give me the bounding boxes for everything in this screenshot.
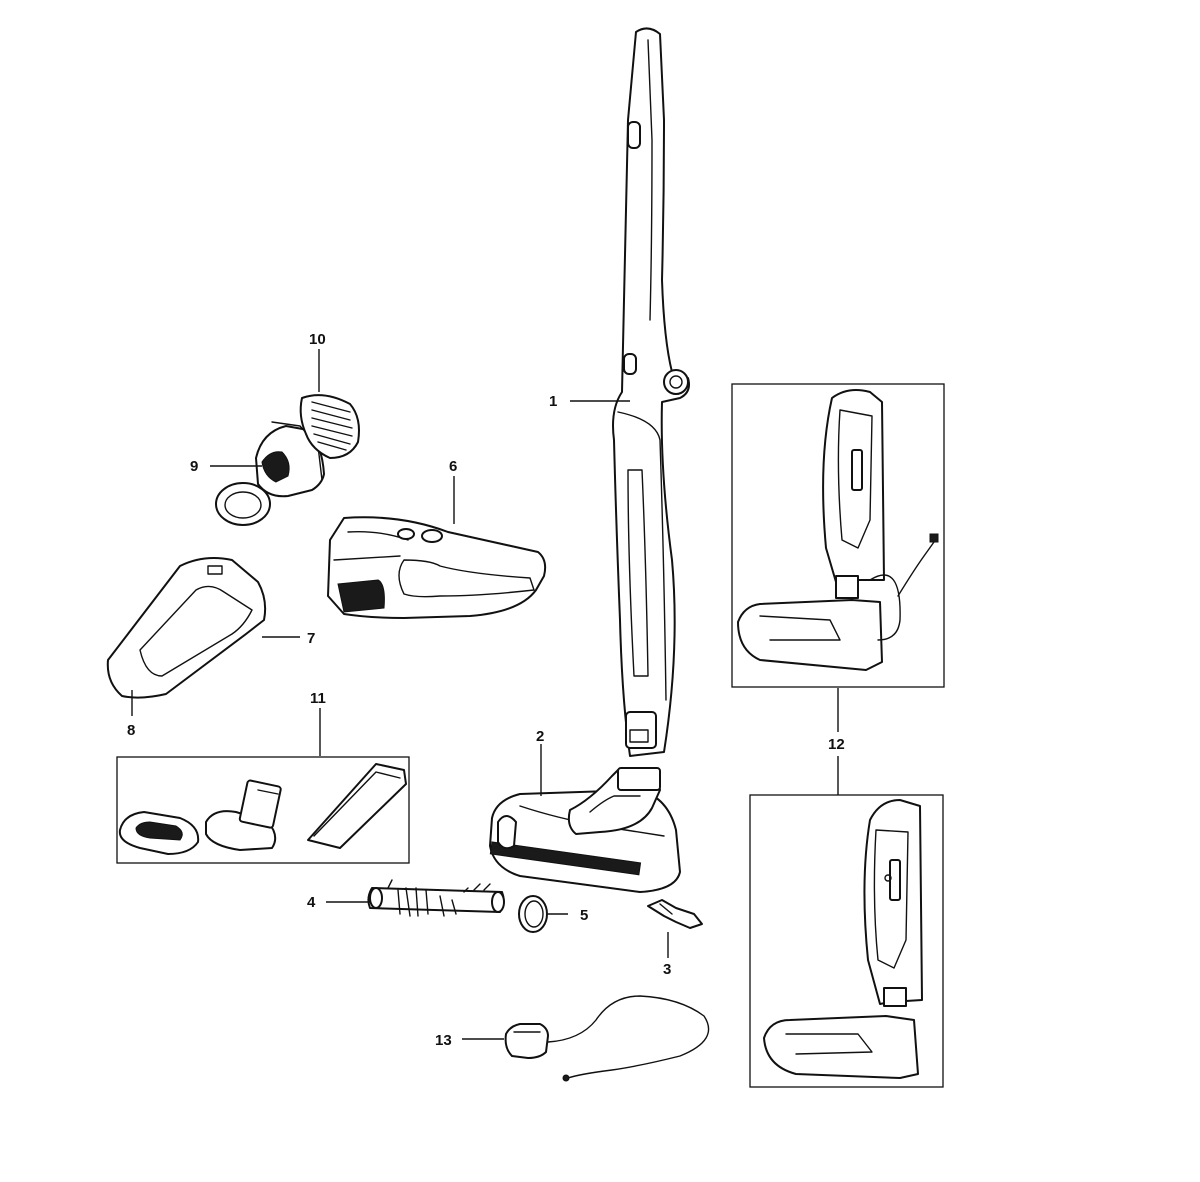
- part-label-4: 4: [307, 894, 316, 911]
- filter-icon: [299, 394, 360, 459]
- accessory-tools-icon: [116, 756, 410, 864]
- part-labels: 1 2 3 4 5 6 7 8 9 10 11 12 13: [127, 331, 845, 1049]
- part-label-13: 13: [435, 1032, 452, 1049]
- floor-nozzle-icon: [489, 767, 681, 893]
- part-label-5: 5: [580, 907, 588, 924]
- filter-holder-icon: [215, 421, 325, 526]
- charging-base-icon: [731, 383, 945, 1088]
- charger-adapter-icon: [504, 995, 710, 1082]
- part-label-1: 1: [549, 393, 557, 410]
- part-label-8: 8: [127, 722, 135, 739]
- part-label-6: 6: [449, 458, 457, 475]
- leader-lines: [131, 349, 839, 1040]
- part-label-10: 10: [309, 331, 326, 348]
- part-label-12: 12: [828, 736, 845, 753]
- part-label-7: 7: [307, 630, 315, 647]
- part-label-3: 3: [663, 961, 671, 978]
- drive-belt-icon: [518, 895, 548, 933]
- part-label-9: 9: [190, 458, 198, 475]
- brush-bar-latch-icon: [647, 899, 703, 929]
- part-label-2: 2: [536, 728, 544, 745]
- hand-vacuum-icon: [327, 516, 547, 619]
- brush-roll-icon: [367, 879, 505, 917]
- part-label-11: 11: [310, 690, 326, 707]
- stick-vacuum-body-icon: [612, 27, 690, 757]
- dust-bowl-icon: [106, 557, 267, 699]
